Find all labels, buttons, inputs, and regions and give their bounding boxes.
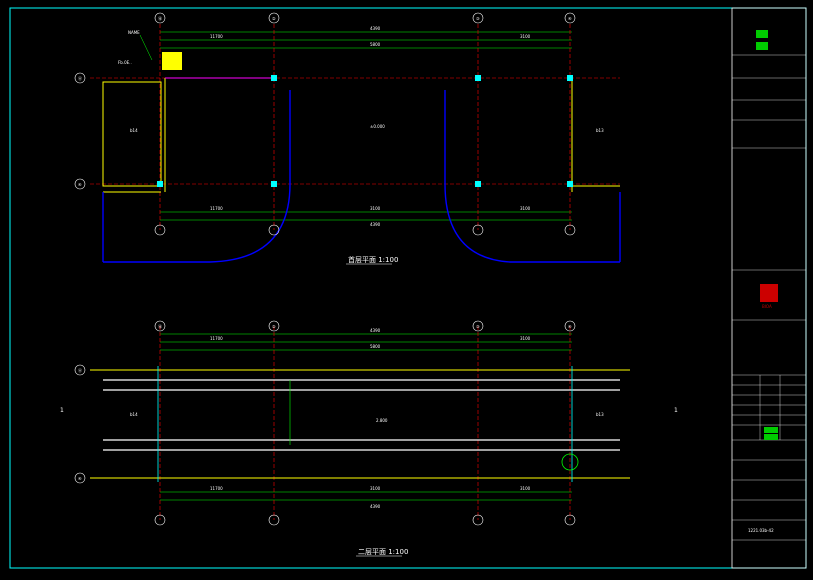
section-mark: 1 (60, 407, 64, 414)
note-label: NAME (128, 30, 140, 35)
dimension-text: 5800 (370, 344, 381, 349)
dimension-text: 5800 (370, 42, 381, 47)
plan2-group: ⑯ ② ③ ④ Ⓐ ④ 11700 4390 5800 3100 11700 3… (60, 320, 678, 557)
plan-title: 首层平面 1:100 (348, 255, 398, 264)
highlight-block (162, 52, 182, 70)
axis-label: ④ (78, 476, 82, 481)
room-label: b14 (130, 128, 138, 133)
column (271, 75, 277, 81)
status-swatch (764, 434, 778, 440)
room-label: b13 (596, 128, 604, 133)
axis-label: ⑯ (158, 15, 162, 21)
axis-label: ⑯ (158, 323, 162, 329)
room-label: b13 (596, 412, 604, 417)
room-label: b14 (130, 412, 138, 417)
axis-label: Ⓐ (78, 75, 82, 81)
axis-label: ④ (568, 16, 572, 21)
status-swatch (764, 427, 778, 433)
axis-label: ③ (476, 324, 480, 329)
column (271, 181, 277, 187)
note-label: Fb.0E.. (118, 60, 132, 65)
dimension-text: 3100 (520, 336, 531, 341)
dimension-text: 4390 (370, 328, 381, 333)
section-mark: 1 (674, 407, 678, 414)
axis-label: ④ (568, 324, 572, 329)
project-code: 1221.03b-42 (748, 528, 774, 533)
dimension-text: 4390 (370, 504, 381, 509)
column (475, 75, 481, 81)
title-block (731, 7, 807, 569)
axis-label: ③ (476, 16, 480, 21)
axis-label: Ⓐ (78, 367, 82, 373)
dimension-text: 11700 (210, 206, 223, 211)
dimension-text: 3100 (520, 206, 531, 211)
drawing-frame (9, 7, 807, 569)
dimension-text: 3100 (520, 34, 531, 39)
dimension-text: 4390 (370, 222, 381, 227)
dimension-text: 11700 (210, 486, 223, 491)
plan-title: 二层平面 1:100 (358, 548, 408, 556)
level-note: 2.800 (376, 418, 388, 423)
dimension-text: 4390 (370, 26, 381, 31)
dimension-text: 3100 (370, 206, 381, 211)
axis-label: ④ (78, 182, 82, 187)
company-logo: BIOA (760, 284, 778, 309)
column (157, 181, 163, 187)
dimension-text: 3100 (370, 486, 381, 491)
title-block-content (732, 54, 806, 541)
dimension-text: 11700 (210, 34, 223, 39)
status-swatch (756, 42, 768, 50)
dimension-text: 3100 (520, 486, 531, 491)
dimension-text: 11700 (210, 336, 223, 341)
column (475, 181, 481, 187)
axis-label: ② (272, 324, 276, 329)
plan1-group: ⑯ ② ③ ④ Ⓐ ④ 11700 4390 5800 3100 11700 3… (74, 12, 621, 265)
level-note: ±0.000 (370, 124, 385, 129)
logo-text: BIOA (762, 304, 772, 309)
axis-label: ② (272, 16, 276, 21)
status-swatch (756, 30, 768, 38)
column (567, 75, 573, 81)
column (567, 181, 573, 187)
